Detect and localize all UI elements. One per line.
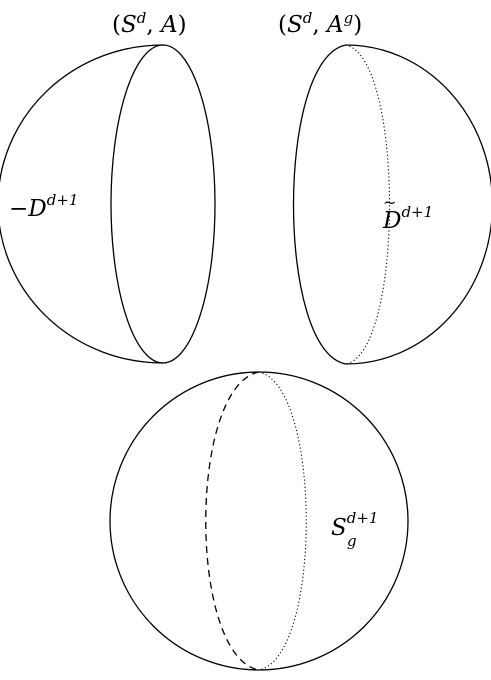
right-hemisphere-outer-arc	[345, 44, 491, 365]
right-hemisphere-outline	[292, 44, 347, 365]
label-sd-ag: (Sd, Ag)	[278, 9, 362, 38]
right-hemisphere	[292, 44, 491, 365]
left-hemisphere-boundary-sphere	[110, 44, 216, 364]
label-minus-d: −Dd+1	[9, 191, 78, 222]
svg-text:Dd+1: Dd+1	[382, 203, 433, 234]
label-tilde-d: ~ Dd+1	[382, 193, 433, 234]
left-hemisphere-outline	[0, 44, 164, 364]
glued-sphere-dashed-equator	[205, 371, 260, 671]
label-sd-a: (Sd, A)	[112, 9, 187, 38]
right-hemisphere-hidden-boundary	[345, 44, 390, 365]
glued-sphere	[109, 371, 409, 671]
tilde-accent: ~	[383, 193, 396, 212]
glued-sphere-dotted-equator	[258, 371, 307, 671]
left-hemisphere	[0, 44, 216, 364]
